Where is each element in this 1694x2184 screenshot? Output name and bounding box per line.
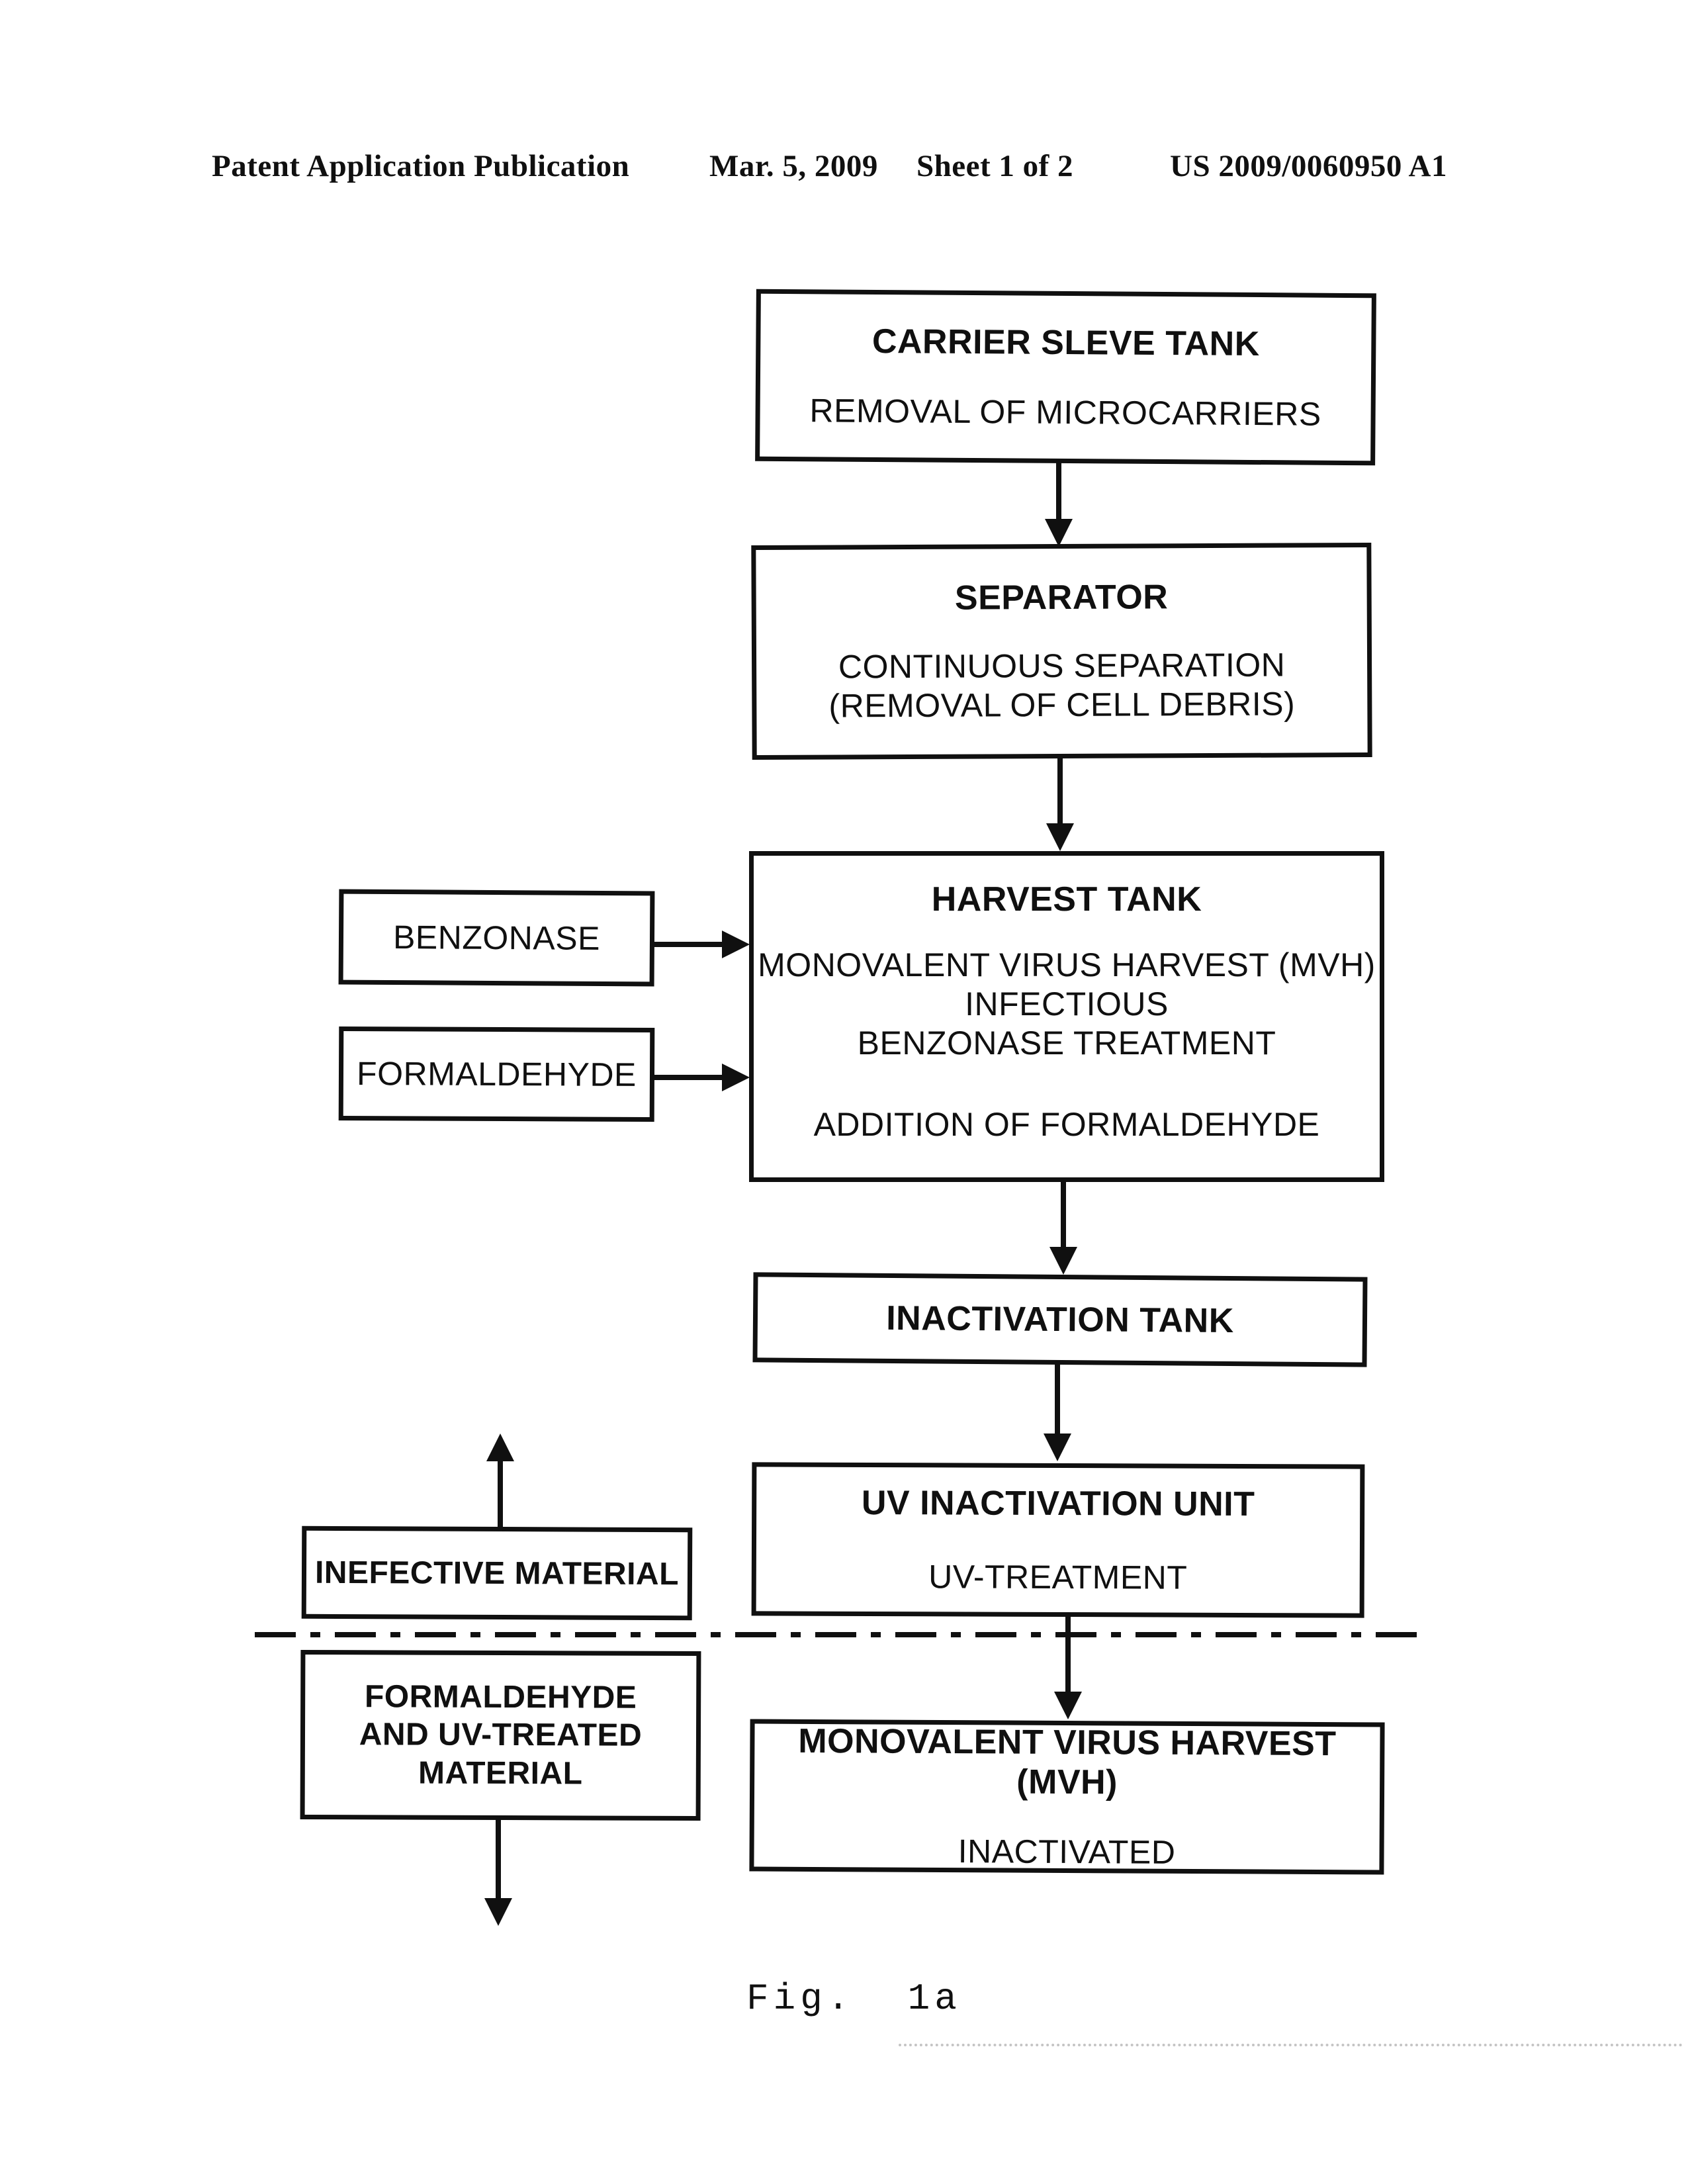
arrowhead-up-icon	[486, 1433, 514, 1461]
carrier-sleve-tank-line: REMOVAL OF MICROCARRIERS	[809, 391, 1321, 433]
formaldehyde-uv-material-box: FORMALDEHYDE AND UV-TREATED MATERIAL	[300, 1649, 701, 1821]
harvest-tank-line3: BENZONASE TREATMENT	[857, 1024, 1276, 1062]
benzonase-box: BENZONASE	[338, 889, 655, 987]
formaldehyde-uv-material-line1: FORMALDEHYDE	[364, 1678, 637, 1715]
arrow-shaft	[1057, 757, 1063, 826]
arrow-shaft	[498, 1459, 503, 1529]
arrowhead-down-icon	[1049, 1247, 1077, 1275]
header-sheet-number: Sheet 1 of 2	[916, 149, 1074, 183]
arrow-shaft	[1061, 1181, 1066, 1250]
arrowhead-down-icon	[484, 1898, 512, 1926]
harvest-tank-line4: ADDITION OF FORMALDEHYDE	[813, 1106, 1320, 1143]
inactivation-tank-box: INACTIVATION TANK	[752, 1272, 1368, 1367]
arrowhead-down-icon	[1046, 823, 1074, 851]
inefective-material-label: INEFECTIVE MATERIAL	[314, 1555, 680, 1592]
separator-title: SEPARATOR	[954, 578, 1169, 617]
carrier-sleve-tank-box: CARRIER SLEVE TANK REMOVAL OF MICROCARRI…	[755, 289, 1376, 466]
mvh-inactivated-box: MONOVALENT VIRUS HARVEST (MVH) INACTIVAT…	[749, 1719, 1385, 1875]
header-publication-label: Patent Application Publication	[212, 149, 630, 183]
carrier-sleve-tank-title: CARRIER SLEVE TANK	[871, 322, 1260, 363]
arrowhead-right-icon	[722, 931, 750, 958]
arrowhead-down-icon	[1054, 1692, 1082, 1719]
mvh-inactivated-title: MONOVALENT VIRUS HARVEST (MVH)	[798, 1721, 1337, 1801]
harvest-tank-title: HARVEST TANK	[931, 880, 1202, 919]
harvest-tank-line1: MONOVALENT VIRUS HARVEST (MVH)	[758, 946, 1376, 983]
arrow-shaft	[1055, 1363, 1060, 1436]
separator-line2: (REMOVAL OF CELL DEBRIS)	[828, 685, 1296, 725]
arrow-shaft	[1056, 462, 1061, 524]
uv-inactivation-unit-box: UV INACTIVATION UNIT UV-TREATMENT	[751, 1462, 1365, 1618]
separator-line1: CONTINUOUS SEPARATION	[838, 646, 1286, 686]
header-date: Mar. 5, 2009	[709, 149, 878, 183]
scan-artifact-line	[899, 2044, 1683, 2046]
arrowhead-down-icon	[1044, 1433, 1071, 1461]
mvh-inactivated-line: INACTIVATED	[958, 1832, 1176, 1871]
arrow-shaft	[653, 942, 725, 947]
separator-box: SEPARATOR CONTINUOUS SEPARATION (REMOVAL…	[751, 542, 1372, 760]
figure-caption: Fig. 1a	[746, 1978, 961, 2020]
arrowhead-down-icon	[1045, 519, 1073, 547]
arrowhead-right-icon	[722, 1064, 750, 1091]
formaldehyde-box: FORMALDEHYDE	[338, 1026, 655, 1122]
uv-treatment-line: UV-TREATMENT	[928, 1557, 1188, 1596]
arrow-shaft	[1065, 1615, 1071, 1694]
uv-inactivation-unit-title: UV INACTIVATION UNIT	[861, 1483, 1255, 1524]
formaldehyde-label: FORMALDEHYDE	[357, 1054, 637, 1093]
phase-divider-dashdot-line	[255, 1632, 1426, 1637]
benzonase-label: BENZONASE	[392, 918, 601, 957]
formaldehyde-uv-material-line3: MATERIAL	[418, 1755, 583, 1792]
header-patent-number: US 2009/0060950 A1	[1170, 149, 1447, 183]
harvest-tank-line2: INFECTIOUS	[965, 985, 1169, 1023]
arrow-shaft	[496, 1819, 501, 1901]
inefective-material-box: INEFECTIVE MATERIAL	[301, 1525, 693, 1621]
harvest-tank-box: HARVEST TANK MONOVALENT VIRUS HARVEST (M…	[749, 851, 1384, 1182]
formaldehyde-uv-material-line2: AND UV-TREATED	[359, 1717, 643, 1753]
inactivation-tank-title: INACTIVATION TANK	[885, 1298, 1235, 1341]
arrow-shaft	[653, 1075, 725, 1080]
